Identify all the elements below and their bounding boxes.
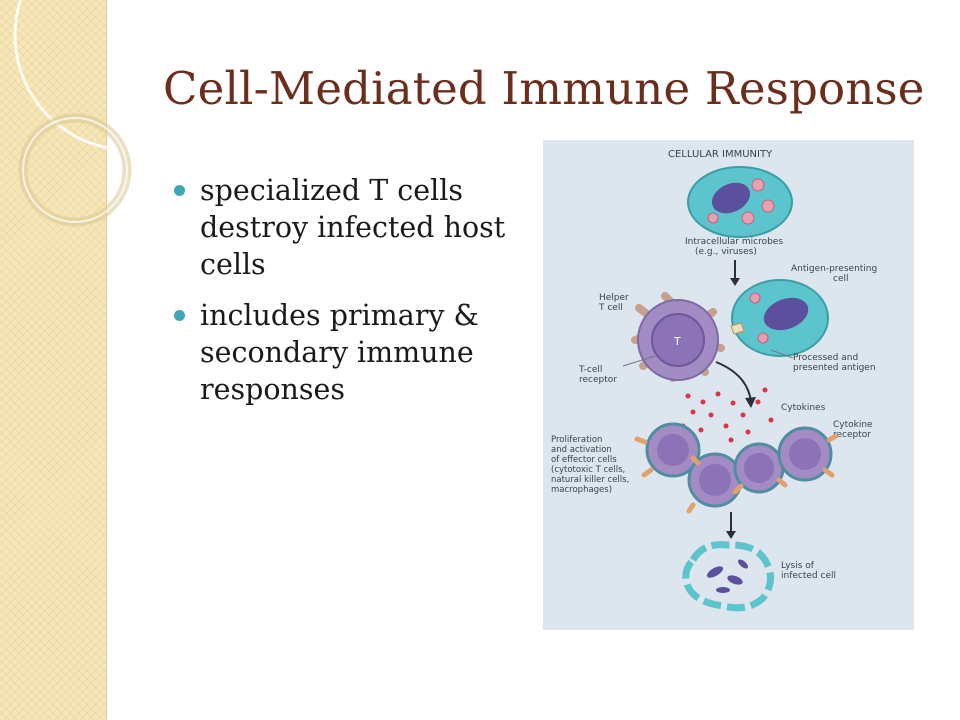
microbes-label: (e.g., viruses)	[695, 247, 757, 257]
cytokine-receptor-label: receptor	[833, 430, 871, 440]
bullet-list: specialized T cells destroy infected hos…	[174, 172, 529, 422]
helper-t-cell-icon: T	[631, 292, 725, 382]
cytokines-icon	[680, 387, 774, 448]
lysis-label: infected cell	[781, 571, 836, 581]
cytokine-receptor-label: Cytokine	[833, 420, 873, 430]
bullet-icon	[174, 310, 185, 321]
helper-label: Helper	[599, 293, 629, 303]
slide-title: Cell-Mediated Immune Response	[163, 62, 925, 115]
figure-heading: CELLULAR IMMUNITY	[668, 149, 773, 160]
bullet-item: specialized T cells destroy infected hos…	[174, 172, 529, 283]
receptor-label: receptor	[579, 375, 617, 385]
lysis-label: Lysis of	[781, 561, 815, 571]
antigen-presenting-cell-icon	[730, 279, 829, 357]
apc-label: Antigen-presenting	[791, 264, 877, 274]
processed-label: presented antigen	[793, 363, 876, 373]
arrow-down-icon	[726, 512, 736, 539]
bullet-text: includes primary & secondary immune resp…	[200, 299, 479, 406]
infected-cell-icon	[687, 166, 793, 238]
bullet-text: specialized T cells destroy infected hos…	[200, 174, 506, 281]
arrow-down-icon	[730, 260, 740, 286]
proliferation-label: Proliferation	[551, 435, 602, 445]
proliferation-label: and activation	[551, 445, 612, 455]
proliferation-label: natural killer cells,	[551, 475, 629, 485]
helper-label: T cell	[598, 303, 623, 313]
proliferation-label: (cytotoxic T cells,	[551, 465, 625, 475]
decorative-circles	[13, 0, 140, 227]
lysed-cell-icon	[682, 541, 774, 612]
microbes-label: Intracellular microbes	[685, 237, 783, 247]
apc-label: cell	[833, 274, 849, 284]
proliferation-label: of effector cells	[551, 455, 617, 465]
curved-arrow-icon	[715, 361, 756, 408]
receptor-label: T-cell	[578, 365, 602, 375]
processed-label: Processed and	[793, 353, 858, 363]
cytokines-label: Cytokines	[781, 403, 826, 413]
svg-text:T: T	[673, 335, 681, 348]
bullet-icon	[174, 185, 185, 196]
cellular-immunity-figure: CELLULAR IMMUNITY Intracellular microbes…	[543, 140, 914, 630]
bullet-item: includes primary & secondary immune resp…	[174, 297, 529, 408]
proliferation-label: macrophages)	[551, 485, 612, 495]
effector-cells-icon	[634, 422, 839, 514]
